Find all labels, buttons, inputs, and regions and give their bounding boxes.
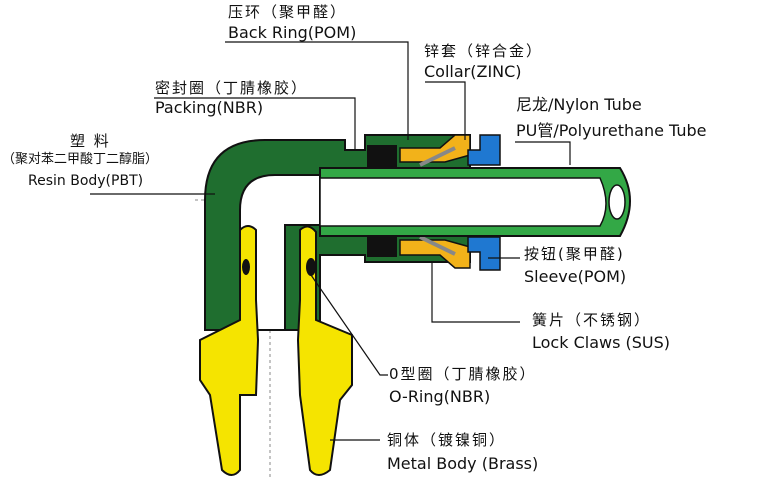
sleeve-label-cn: 按钮(聚甲醛) bbox=[524, 245, 625, 263]
tube-label-2: PU管/Polyurethane Tube bbox=[516, 121, 707, 140]
back-ring-label-en: Back Ring(POM) bbox=[228, 23, 357, 42]
metal-body-left bbox=[199, 225, 260, 476]
collar-label-en: Collar(ZINC) bbox=[424, 62, 522, 81]
leader-oring bbox=[310, 274, 388, 376]
leader-packing bbox=[154, 97, 356, 150]
resin-body-label-en: Resin Body(PBT) bbox=[28, 173, 144, 189]
packing-top bbox=[367, 145, 397, 167]
collar-bottom bbox=[399, 239, 471, 269]
collar-label-cn: 锌套（锌合金） bbox=[424, 42, 544, 60]
lock-claws-label-cn: 簧片（不锈钢） bbox=[532, 311, 652, 329]
metal-body-label-cn: 铜体（镀镍铜） bbox=[387, 431, 507, 449]
resin-body-cavity bbox=[239, 174, 331, 331]
metal-body-right bbox=[296, 225, 353, 476]
leader-back-ring bbox=[225, 41, 409, 140]
packing-bottom bbox=[367, 235, 397, 257]
leader-tube bbox=[515, 141, 571, 165]
sleeve-label-en: Sleeve(POM) bbox=[524, 267, 627, 286]
packing-label-en: Packing(NBR) bbox=[155, 98, 264, 117]
oring-label-cn: 0型圈（丁腈橡胶） bbox=[389, 365, 537, 383]
lock-claw-top bbox=[419, 146, 456, 167]
metal-body-label-en: Metal Body (Brass) bbox=[387, 454, 539, 473]
tube-end bbox=[608, 184, 626, 220]
resin-body-label-cn1: 塑 料 bbox=[70, 132, 111, 150]
oring-shape bbox=[306, 258, 316, 276]
oring-shape-left bbox=[242, 259, 250, 275]
leader-collar bbox=[425, 81, 466, 140]
sleeve-top bbox=[467, 134, 501, 166]
sleeve-bottom bbox=[467, 236, 501, 271]
back-ring-label-cn: 压环（聚甲醛） bbox=[228, 3, 348, 21]
tube-bore bbox=[319, 177, 607, 227]
leader-lock-claws bbox=[431, 262, 520, 323]
packing-label-cn: 密封圈（丁腈橡胶） bbox=[155, 79, 309, 97]
tube-label-1: 尼龙/Nylon Tube bbox=[516, 95, 642, 114]
oring-label-en: O-Ring(NBR) bbox=[389, 387, 491, 406]
collar-top bbox=[399, 134, 471, 163]
lock-claw-bottom bbox=[419, 235, 456, 256]
lock-claws-label-en: Lock Claws (SUS) bbox=[532, 333, 671, 352]
resin-body-label-cn2: （聚对苯二甲酸丁二醇脂） bbox=[2, 152, 159, 167]
